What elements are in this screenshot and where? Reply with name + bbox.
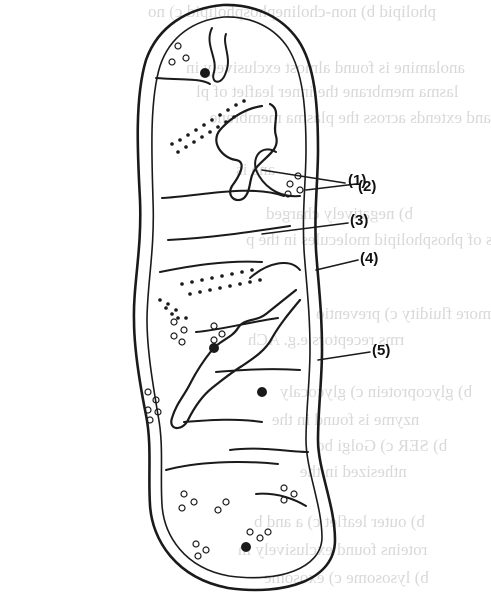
inner-boundary-membrane <box>147 17 322 578</box>
crista <box>250 263 300 278</box>
label-2: (2) <box>358 178 376 195</box>
dense-granules <box>200 68 267 552</box>
crista <box>162 191 284 198</box>
label-4: (4) <box>360 250 378 267</box>
label-5: (5) <box>372 342 390 359</box>
matrix-granules <box>145 43 303 559</box>
crista <box>216 369 300 372</box>
wavy-crista <box>171 290 300 428</box>
membrane-particles <box>158 99 262 320</box>
crista <box>184 420 262 422</box>
crista <box>160 262 262 272</box>
crista <box>230 449 308 452</box>
label-3: (3) <box>350 212 368 229</box>
crista <box>156 78 210 84</box>
outer-membrane <box>134 5 335 590</box>
crista <box>209 28 227 82</box>
crista <box>166 462 278 470</box>
